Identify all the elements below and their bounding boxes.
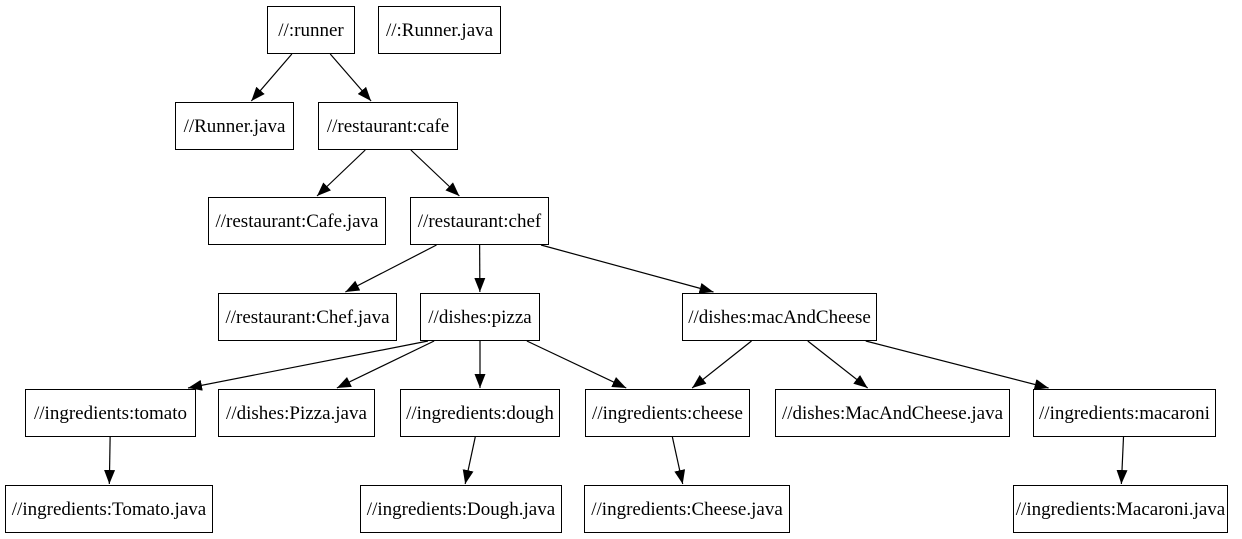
graph-node-pizza-java: //dishes:Pizza.java — [218, 389, 375, 437]
edge-runner-to-runner-java — [250, 53, 293, 102]
graph-node-cheese: //ingredients:cheese — [585, 389, 750, 437]
graph-node-label: //ingredients:macaroni — [1039, 402, 1210, 424]
graph-node-runner-java: //Runner.java — [175, 102, 294, 150]
edge-runner-to-cafe — [329, 53, 372, 102]
edge-cheese-to-cheese-java — [671, 436, 686, 485]
graph-node-label: //ingredients:tomato — [33, 402, 188, 424]
edge-pizza-to-tomato — [187, 340, 429, 391]
graph-node-macaroni: //ingredients:macaroni — [1033, 389, 1216, 437]
edge-tomato-to-tomato-java — [104, 436, 116, 485]
graph-node-tomato-java: //ingredients:Tomato.java — [5, 485, 213, 533]
graph-node-label: //restaurant:chef — [417, 210, 542, 232]
graph-node-label: //dishes:pizza — [428, 306, 532, 328]
edge-mac-and-cheese-to-cheese — [691, 340, 752, 389]
graph-node-label: //dishes:Pizza.java — [226, 402, 367, 424]
edge-dough-to-dough-java — [462, 436, 476, 485]
graph-node-dough-java: //ingredients:Dough.java — [360, 485, 562, 533]
graph-node-label: //:Runner.java — [385, 19, 494, 41]
edge-pizza-to-cheese — [526, 340, 627, 389]
graph-node-label: //ingredients:Dough.java — [366, 498, 556, 520]
graph-node-mac-and-cheese: //dishes:macAndCheese — [682, 293, 877, 341]
graph-node-cafe-java: //restaurant:Cafe.java — [208, 197, 386, 245]
graph-node-chef: //restaurant:chef — [410, 197, 549, 245]
edge-chef-to-mac-and-cheese — [540, 244, 714, 294]
edge-pizza-to-pizza-java — [336, 340, 435, 389]
graph-node-macaroni-java: //ingredients:Macaroni.java — [1013, 485, 1228, 533]
graph-node-label: //restaurant:Cafe.java — [215, 210, 379, 232]
graph-node-label: //dishes:MacAndCheese.java — [781, 402, 1004, 424]
graph-node-tomato: //ingredients:tomato — [25, 389, 196, 437]
graph-node-pizza: //dishes:pizza — [420, 293, 540, 341]
graph-node-runner: //:runner — [267, 6, 355, 54]
graph-node-label: //:runner — [278, 19, 344, 41]
graph-node-chef-java: //restaurant:Chef.java — [218, 293, 397, 341]
graph-node-label: //ingredients:dough — [406, 402, 554, 424]
graph-node-runner-java-top: //:Runner.java — [378, 6, 501, 54]
graph-node-cheese-java: //ingredients:Cheese.java — [584, 485, 790, 533]
edge-mac-and-cheese-to-macaroni — [865, 340, 1049, 390]
graph-node-label: //ingredients:Macaroni.java — [1015, 498, 1226, 520]
edge-cafe-to-chef — [410, 149, 460, 197]
graph-node-dough: //ingredients:dough — [400, 389, 560, 437]
graph-node-label: //Runner.java — [183, 115, 286, 137]
graph-node-label: //restaurant:Chef.java — [225, 306, 390, 328]
edge-mac-and-cheese-to-mac-and-cheese-java — [807, 340, 869, 389]
graph-node-label: //ingredients:Cheese.java — [591, 498, 783, 520]
graph-node-cafe: //restaurant:cafe — [318, 102, 458, 150]
edge-macaroni-to-macaroni-java — [1116, 436, 1128, 485]
graph-node-label: //restaurant:cafe — [326, 115, 450, 137]
graph-node-label: //ingredients:cheese — [592, 402, 743, 424]
graph-node-label: //ingredients:Tomato.java — [11, 498, 207, 520]
graph-node-label: //dishes:macAndCheese — [688, 306, 871, 328]
graph-node-mac-and-cheese-java: //dishes:MacAndCheese.java — [775, 389, 1010, 437]
edge-chef-to-chef-java — [345, 244, 437, 293]
edge-cafe-to-cafe-java — [316, 149, 366, 197]
